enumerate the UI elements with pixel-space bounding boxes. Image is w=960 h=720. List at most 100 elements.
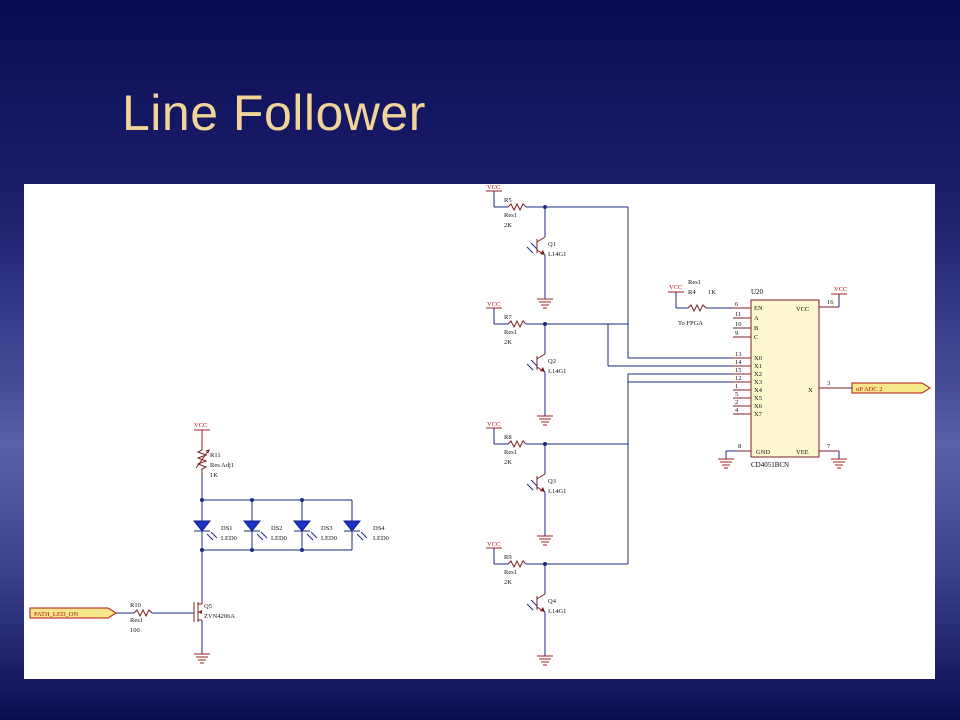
schematic-diagram: VCC R11 Res Adj1 1K DS1 bbox=[29, 184, 931, 666]
mux-pin-vee-label: VEE bbox=[796, 449, 809, 456]
mux-part: CD4051BCN bbox=[751, 461, 789, 469]
sensor-q-type: L14G1 bbox=[548, 251, 566, 258]
mux-pin-x5: X5 bbox=[754, 395, 762, 402]
led-ref-1: DS1 bbox=[221, 525, 233, 532]
led-ref-2: DS2 bbox=[271, 525, 283, 532]
schematic-panel: VCC R11 Res Adj1 1K DS1 bbox=[24, 184, 935, 679]
sensor-q-type: L14G1 bbox=[548, 608, 566, 615]
slide-title: Line Follower bbox=[122, 85, 426, 141]
sensor-vcc-label: VCC bbox=[487, 301, 500, 308]
mux-pin-num: 4 bbox=[735, 407, 739, 414]
pot-type: Res Adj1 bbox=[210, 462, 234, 469]
sensor-res-ref: R7 bbox=[504, 314, 512, 321]
led-ds2: DS2 LED0 bbox=[242, 500, 287, 550]
sensor-q-ref: Q4 bbox=[548, 598, 557, 605]
mux-pin-x2: X2 bbox=[754, 371, 762, 378]
resistor-r10: R10 Res1 100 bbox=[130, 602, 153, 634]
sensor-channels: VCCR5Res12KQ1L14G1VCCR7Res12KQ2L14G1VCCR… bbox=[486, 184, 733, 666]
en-res-ref: R4 bbox=[688, 289, 696, 296]
led-ds1: DS1 LED0 bbox=[192, 500, 237, 550]
mux-pin-x4: X4 bbox=[754, 387, 763, 394]
en-res-type: Res1 bbox=[688, 279, 701, 286]
mux-pin-x-label: X bbox=[808, 387, 813, 394]
mux-pin-gnd-num: 8 bbox=[738, 443, 741, 450]
sensor-res-type: Res1 bbox=[504, 212, 517, 219]
led-type-2: LED0 bbox=[271, 535, 287, 542]
sensor-vcc-label: VCC bbox=[487, 184, 500, 191]
vcc-label-led: VCC bbox=[194, 422, 207, 429]
mux-pin-vee-num: 7 bbox=[827, 443, 831, 450]
mux-pin-c: C bbox=[754, 334, 758, 341]
sensor-res-value: 2K bbox=[504, 459, 512, 466]
fpga-label: To FPGA bbox=[678, 320, 703, 327]
mux-pin-x-num: 3 bbox=[827, 380, 830, 387]
sensor-res-type: Res1 bbox=[504, 449, 517, 456]
sensor-vcc-label: VCC bbox=[487, 541, 500, 548]
en-res-value: 1K bbox=[708, 289, 716, 296]
mux-pin-x0: X0 bbox=[754, 355, 762, 362]
sensor-res-ref: R5 bbox=[504, 197, 512, 204]
led-ref-4: DS4 bbox=[373, 525, 385, 532]
mux-body bbox=[750, 299, 820, 458]
led-type-4: LED0 bbox=[373, 535, 389, 542]
ground-symbol-mux-gnd bbox=[718, 458, 734, 469]
pot-value: 1K bbox=[210, 472, 218, 479]
output-port-label: uP ADC 2 bbox=[856, 386, 883, 393]
led-type-1: LED0 bbox=[221, 535, 237, 542]
sensor-q-type: L14G1 bbox=[548, 488, 566, 495]
sensor-q-ref: Q1 bbox=[548, 241, 556, 248]
mux-ref: U20 bbox=[751, 288, 764, 296]
sensor-res-value: 2K bbox=[504, 579, 512, 586]
mux-pin-en: EN bbox=[754, 305, 763, 312]
ground-symbol-fet bbox=[194, 653, 210, 664]
up-adc-port: uP ADC 2 bbox=[849, 382, 931, 394]
mux-pin-x6: X6 bbox=[754, 403, 763, 410]
mux-u20: U20 CD4051BCN EN6A11B10C9X013X114X215X31… bbox=[668, 279, 931, 469]
mux-pin-num: 14 bbox=[735, 359, 742, 366]
mux-pin-num: 5 bbox=[735, 391, 738, 398]
path-led-on-port: PATH_LED_ON bbox=[29, 607, 117, 619]
sensor-res-value: 2K bbox=[504, 339, 512, 346]
mux-pin-num: 2 bbox=[735, 399, 738, 406]
sensor-q-ref: Q2 bbox=[548, 358, 556, 365]
mosfet-q5: Q5 ZVN4206A bbox=[193, 602, 235, 622]
mux-pin-num: 11 bbox=[735, 311, 741, 318]
vcc-symbol-led: VCC bbox=[194, 422, 210, 444]
pot-ref: R11 bbox=[210, 452, 221, 459]
mux-pin-gnd-label: GND bbox=[756, 449, 770, 456]
sensor-res-value: 2K bbox=[504, 222, 512, 229]
mux-vcc-right-label: VCC bbox=[834, 286, 847, 293]
sensor-q-ref: Q3 bbox=[548, 478, 556, 485]
gate-res-value: 100 bbox=[130, 627, 140, 634]
mux-pin-a: A bbox=[754, 315, 759, 322]
fet-ref: Q5 bbox=[204, 603, 212, 610]
input-port-label: PATH_LED_ON bbox=[34, 611, 78, 618]
fet-type: ZVN4206A bbox=[204, 613, 235, 620]
mux-pin-x1: X1 bbox=[754, 363, 762, 370]
led-driver-circuit: VCC R11 Res Adj1 1K DS1 bbox=[29, 422, 389, 664]
mux-pin-vcc-num: 16 bbox=[827, 299, 834, 306]
led-ds4: DS4 LED0 bbox=[342, 500, 389, 550]
ground-symbol-mux-vee bbox=[831, 458, 847, 469]
mux-pin-x7: X7 bbox=[754, 411, 763, 418]
mux-pin-num: 9 bbox=[735, 330, 738, 337]
gate-res-type: Res1 bbox=[130, 617, 143, 624]
mux-pin-num: 12 bbox=[735, 375, 742, 382]
mux-pin-num: 6 bbox=[735, 301, 739, 308]
sensor-res-ref: R9 bbox=[504, 554, 512, 561]
potentiometer-r11: R11 Res Adj1 1K bbox=[195, 444, 234, 479]
sensor-res-ref: R8 bbox=[504, 434, 512, 441]
led-type-3: LED0 bbox=[321, 535, 337, 542]
sensor-res-type: Res1 bbox=[504, 569, 517, 576]
gate-res-ref: R10 bbox=[130, 602, 141, 609]
mux-pin-b: B bbox=[754, 325, 759, 332]
resistor-r4: Res1 R4 1K bbox=[687, 279, 716, 313]
led-ref-3: DS3 bbox=[321, 525, 333, 532]
mux-pin-vcc-label: VCC bbox=[796, 306, 809, 313]
mux-pin-num: 15 bbox=[735, 367, 742, 374]
mux-pin-num: 1 bbox=[735, 383, 738, 390]
